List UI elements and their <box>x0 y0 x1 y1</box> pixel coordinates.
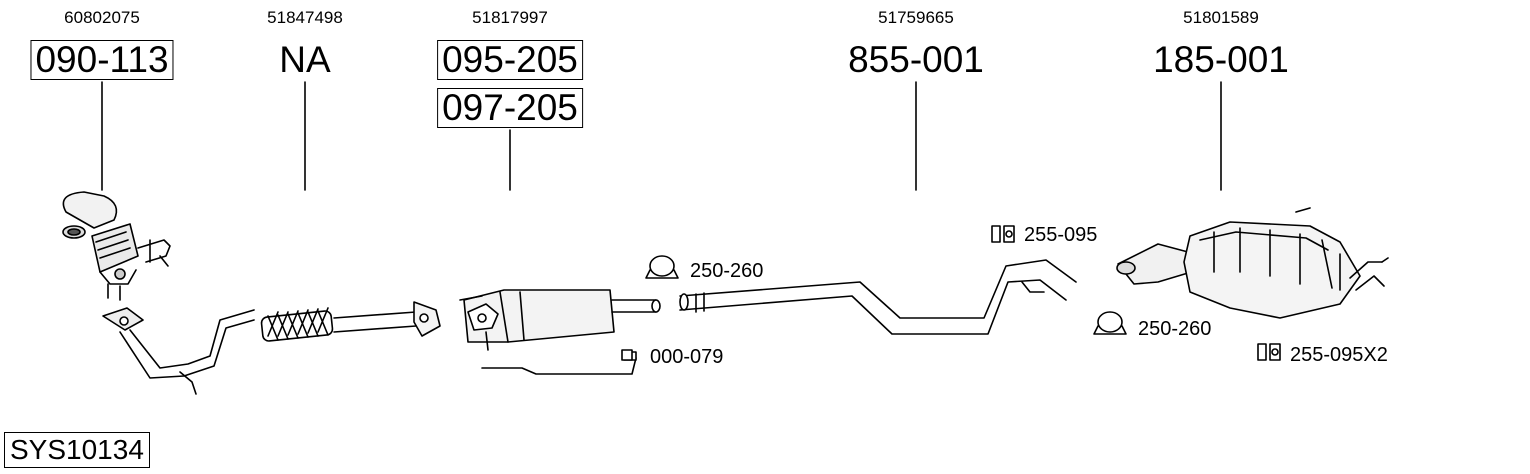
catalytic-converter-icon <box>62 191 171 301</box>
accessory-label[interactable]: 000-079 <box>650 346 724 368</box>
oe-number: 51847498 <box>267 8 343 27</box>
oe-number: 60802075 <box>64 8 140 27</box>
front-pipe-icon <box>102 301 441 395</box>
sensor-wire-icon <box>481 357 637 375</box>
part-number[interactable]: 855-001 <box>848 39 984 80</box>
rubber-hanger-icon <box>1257 343 1281 361</box>
system-code-box: SYS10134 <box>4 432 150 468</box>
sensor-plug-icon <box>621 349 633 361</box>
accessory-label[interactable]: 250-260 <box>690 260 764 282</box>
accessory-label[interactable]: 255-095X2 <box>1290 344 1388 366</box>
clamp-icon <box>645 255 679 279</box>
oe-number: 51759665 <box>878 8 954 27</box>
oe-number: 51801589 <box>1183 8 1259 27</box>
middle-pipe-icon <box>679 259 1077 335</box>
rubber-hanger-icon <box>991 225 1015 243</box>
part-number-box[interactable]: 097-205 <box>437 88 583 128</box>
clamp-icon <box>1093 311 1127 335</box>
part-number: NA <box>279 39 331 80</box>
accessory-label[interactable]: 250-260 <box>1138 318 1212 340</box>
particle-filter-icon <box>459 289 661 351</box>
part-number[interactable]: 185-001 <box>1153 39 1289 80</box>
oe-number: 51817997 <box>472 8 548 27</box>
part-number-box[interactable]: 090-113 <box>30 40 174 80</box>
accessory-label[interactable]: 255-095 <box>1024 224 1098 246</box>
rear-silencer-icon <box>1116 207 1389 319</box>
part-number-box[interactable]: 095-205 <box>437 40 583 80</box>
